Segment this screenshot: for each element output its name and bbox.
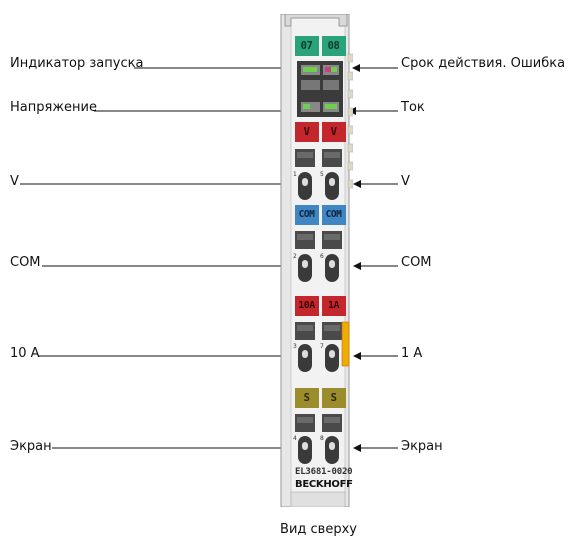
label-run-indicator: Индикатор запуска: [10, 56, 144, 71]
label-validity-error: Срок действия. Ошибка: [401, 56, 566, 71]
terminal-number: 7: [320, 343, 324, 350]
terminal-number: 1: [293, 171, 297, 178]
terminal-pair-4-8: [295, 414, 342, 464]
terminal-number: 3: [293, 343, 297, 350]
label-com-right: COM: [401, 255, 432, 270]
led-run-icon: [303, 67, 310, 72]
v-tag-left: V: [303, 126, 310, 138]
led-tag-right: 08: [327, 40, 340, 52]
terminal-number: 5: [320, 171, 324, 178]
label-1a: 1 A: [401, 346, 423, 361]
led-voltage-icon: [303, 104, 310, 109]
terminal-pair-3-7: [295, 322, 342, 372]
terminal-number: 8: [320, 435, 324, 442]
terminal-pair-2-6: [295, 231, 342, 282]
com-tag-right: COM: [325, 209, 342, 220]
led-panel: [301, 65, 339, 112]
module-body: [280, 13, 354, 508]
terminal-module: 07 08 V V COM COM 10A 1A S S 1 5 2 6 3 7…: [277, 13, 354, 508]
caption: Вид сверху: [280, 522, 357, 537]
led-tag-left: 07: [300, 40, 313, 52]
side-notches: [347, 53, 354, 189]
terminal-number: 6: [320, 253, 324, 260]
oneA-tag: 1A: [327, 300, 340, 311]
fuse-marker-icon: [341, 321, 350, 367]
label-shield-left: Экран: [10, 439, 52, 454]
label-v-left: V: [10, 174, 19, 189]
led-error-icon: [325, 67, 331, 72]
label-10a: 10 A: [10, 346, 40, 361]
label-com-left: COM: [10, 255, 41, 270]
model-number: EL3681-0020: [295, 467, 353, 477]
terminal-number: 2: [293, 253, 297, 260]
terminal-number: 4: [293, 435, 297, 442]
v-tag-right: V: [330, 126, 337, 138]
led-current-icon: [325, 104, 337, 109]
terminal-pair-1-5: [295, 149, 342, 200]
s-tag-left: S: [303, 392, 310, 404]
s-tag-right: S: [330, 392, 337, 404]
label-current: Ток: [401, 100, 425, 115]
label-shield-right: Экран: [401, 439, 443, 454]
label-voltage: Напряжение: [10, 100, 97, 115]
brand-logo: BECKHOFF: [295, 479, 353, 490]
com-tag-left: COM: [298, 209, 315, 220]
label-v-right: V: [401, 174, 410, 189]
tenA-tag: 10A: [298, 300, 315, 311]
